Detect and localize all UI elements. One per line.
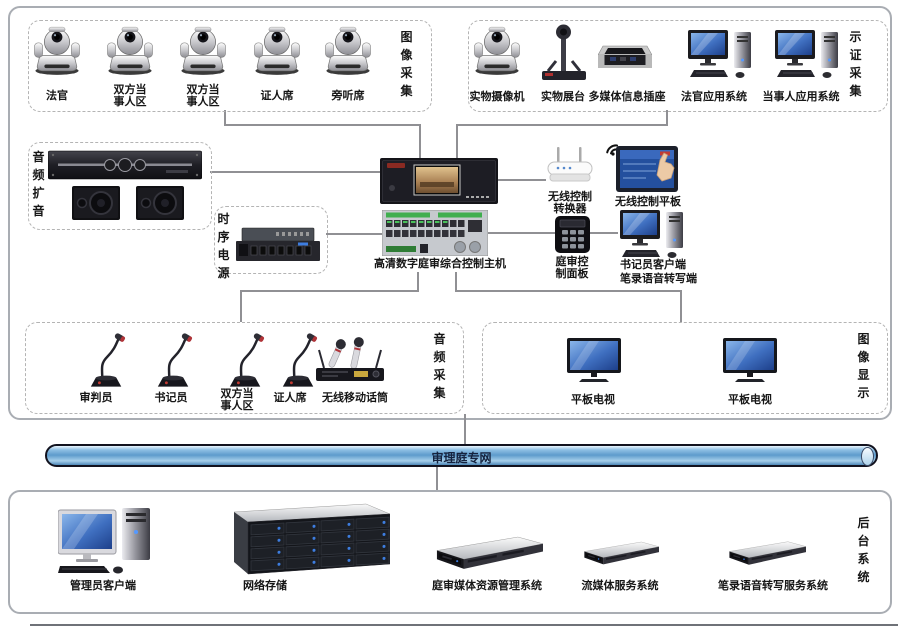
camera-label: 双方当 事人区 bbox=[113, 83, 147, 108]
microphone-icon bbox=[229, 333, 265, 387]
connector bbox=[417, 272, 419, 291]
connector bbox=[456, 124, 458, 160]
bottom-divider-line bbox=[30, 624, 898, 626]
microphone-icon bbox=[157, 333, 193, 387]
camera-label: 双方当 事人区 bbox=[186, 83, 220, 108]
mic-label: 书记员 bbox=[154, 391, 188, 404]
ptz-camera-icon bbox=[107, 26, 153, 75]
evidence-capture-box bbox=[468, 20, 888, 112]
evidence-label: 实物展台 bbox=[541, 90, 585, 103]
document-camera-icon bbox=[542, 24, 586, 80]
clerk-client-label: 书记员客户端 bbox=[620, 258, 686, 271]
multimedia-socket-icon bbox=[598, 45, 652, 68]
wireless-tablet-icon bbox=[616, 146, 678, 192]
image-capture-side-label: 图像采集 bbox=[400, 30, 413, 98]
image-display-side-label: 图像显示 bbox=[857, 332, 870, 400]
clerk-computer-icon bbox=[620, 210, 683, 258]
speaker-icon bbox=[136, 186, 184, 220]
workstation-icon bbox=[688, 30, 751, 78]
backend-label: 流媒体服务系统 bbox=[581, 579, 659, 592]
backend-label: 笔录语音转写服务系统 bbox=[718, 579, 828, 592]
wireless-mic-set-icon bbox=[316, 337, 384, 381]
audio-amplify-box bbox=[28, 142, 212, 230]
ptz-camera-icon bbox=[325, 26, 371, 75]
camera-label: 旁听席 bbox=[331, 89, 365, 102]
tv-label: 平板电视 bbox=[571, 393, 615, 406]
connector bbox=[326, 233, 382, 235]
connector bbox=[666, 110, 668, 126]
connector bbox=[240, 290, 419, 292]
connector bbox=[436, 467, 438, 490]
camera-label: 法官 bbox=[46, 89, 68, 102]
power-sequencer-icon bbox=[236, 227, 320, 261]
backend-side-label: 后台系统 bbox=[857, 516, 870, 584]
connector bbox=[456, 124, 668, 126]
wireless-converter-icon bbox=[547, 147, 593, 182]
rack-server-icon bbox=[584, 541, 659, 565]
backend-label: 庭审媒体资源管理系统 bbox=[432, 579, 542, 592]
connector bbox=[464, 414, 466, 444]
mic-label: 无线移动话筒 bbox=[322, 391, 388, 404]
admin-computer-icon bbox=[58, 508, 150, 574]
court-network-bus: 审理庭专网 bbox=[45, 444, 878, 467]
audio-capture-side-label: 音频采集 bbox=[433, 332, 446, 400]
tv-icon bbox=[567, 338, 621, 382]
connector bbox=[455, 290, 682, 292]
court-network-label: 审理庭专网 bbox=[431, 451, 492, 465]
power-sequencer-box bbox=[214, 206, 328, 274]
top-section-box bbox=[8, 6, 892, 420]
ptz-camera-icon bbox=[474, 26, 520, 75]
connector bbox=[224, 110, 226, 126]
audio-amplify-side-label: 音频扩音 bbox=[32, 150, 45, 218]
connector bbox=[680, 290, 682, 322]
rack-server-icon bbox=[729, 541, 806, 565]
bus-end-cap bbox=[861, 447, 874, 466]
power-sequencer-side-label: 时序电源 bbox=[217, 212, 230, 280]
tv-icon bbox=[723, 338, 777, 382]
backend-label: 网络存储 bbox=[243, 579, 287, 592]
tv-label: 平板电视 bbox=[728, 393, 772, 406]
connector bbox=[590, 232, 618, 234]
ptz-camera-icon bbox=[180, 26, 226, 75]
backend-label: 管理员客户端 bbox=[70, 579, 136, 592]
control-panel-label: 庭审控 制面板 bbox=[555, 255, 589, 280]
clerk-client-label2: 笔录语音转写端 bbox=[620, 272, 697, 285]
evidence-capture-side-label: 示证采集 bbox=[849, 30, 862, 98]
rack-server-icon bbox=[436, 536, 543, 569]
mic-label: 双方当 事人区 bbox=[220, 387, 254, 412]
evidence-label: 多媒体信息插座 bbox=[588, 90, 666, 103]
ptz-camera-icon bbox=[34, 26, 80, 75]
control-panel-icon bbox=[555, 216, 590, 253]
connector bbox=[419, 124, 421, 160]
mic-label: 证人席 bbox=[273, 391, 307, 404]
evidence-label: 实物摄像机 bbox=[469, 90, 525, 103]
control-host-top-icon bbox=[380, 158, 498, 204]
microphone-icon bbox=[90, 333, 126, 387]
connector bbox=[240, 290, 242, 322]
backend-section-box bbox=[8, 490, 892, 614]
connector bbox=[488, 232, 555, 234]
wireless-tablet-label: 无线控制平板 bbox=[615, 195, 681, 208]
image-display-box bbox=[482, 322, 888, 414]
storage-array-icon bbox=[233, 503, 390, 575]
ptz-camera-icon bbox=[254, 26, 300, 75]
mic-label: 审判员 bbox=[79, 391, 113, 404]
audio-capture-box bbox=[25, 322, 464, 414]
connector bbox=[498, 179, 546, 181]
evidence-label: 法官应用系统 bbox=[681, 90, 747, 103]
wireless-converter-label: 无线控制 转换器 bbox=[548, 190, 592, 215]
control-host-label: 高清数字庭审综合控制主机 bbox=[374, 257, 506, 270]
workstation-icon bbox=[775, 30, 838, 78]
camera-label: 证人席 bbox=[260, 89, 294, 102]
amplifier-icon bbox=[48, 150, 202, 180]
image-capture-box bbox=[28, 20, 432, 112]
microphone-icon bbox=[282, 333, 318, 387]
connector bbox=[455, 272, 457, 291]
connector bbox=[224, 124, 421, 126]
evidence-label: 当事人应用系统 bbox=[762, 90, 840, 103]
connector bbox=[210, 171, 380, 173]
speaker-icon bbox=[72, 186, 120, 220]
control-host-bottom-icon bbox=[382, 210, 488, 256]
